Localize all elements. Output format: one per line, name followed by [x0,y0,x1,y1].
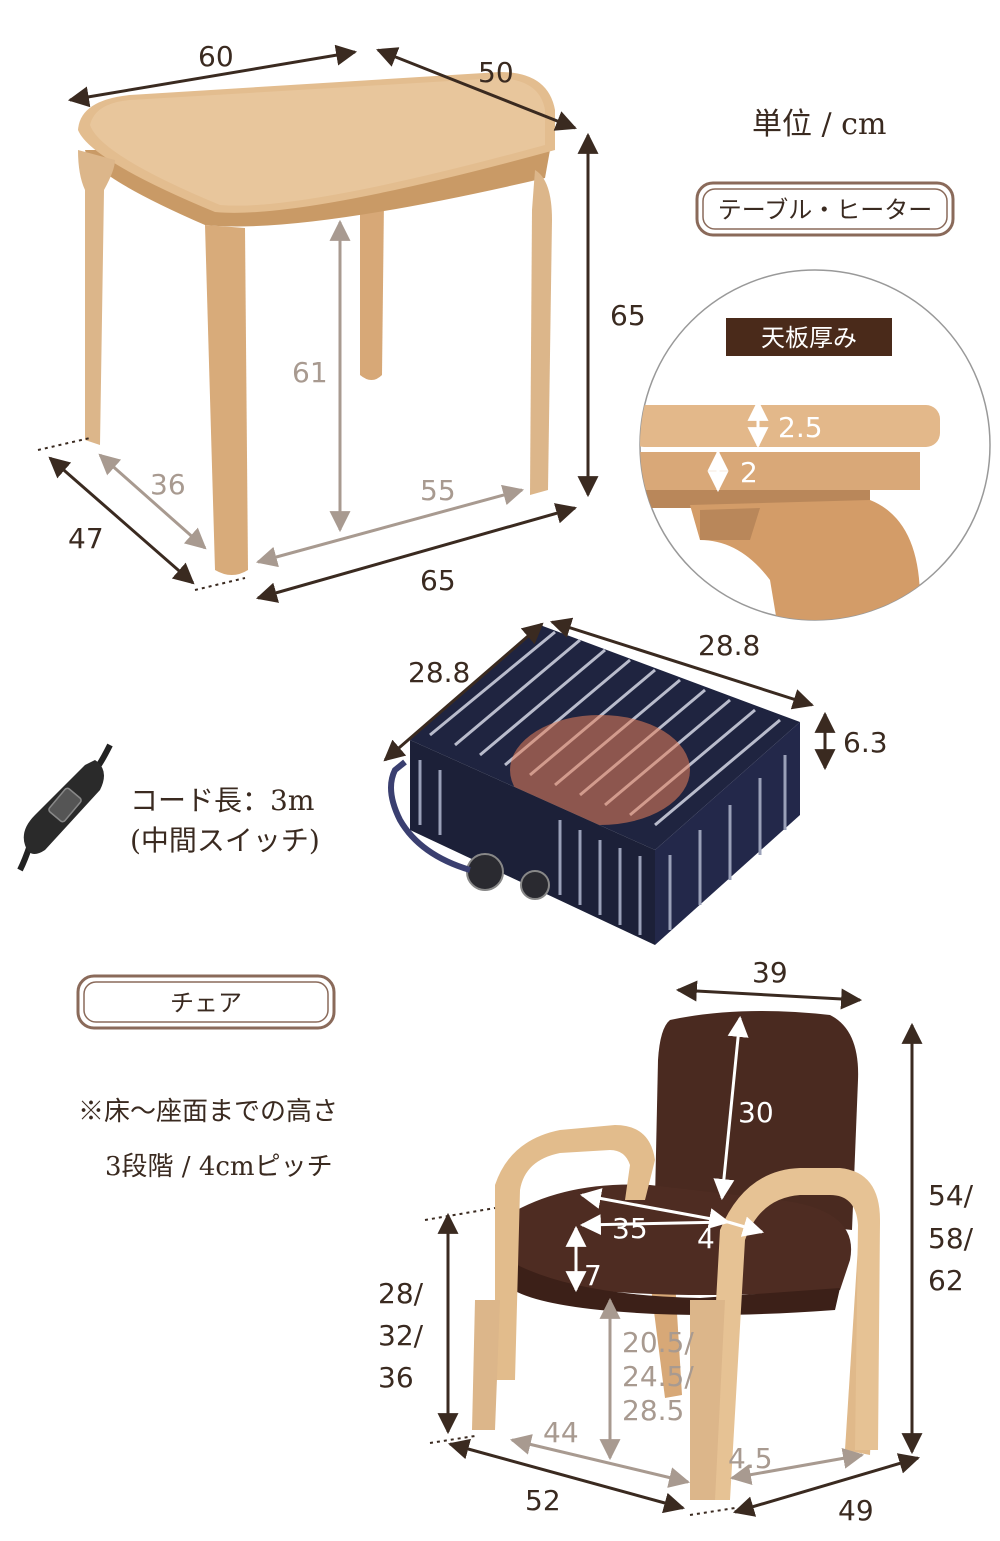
heater-height-label: 6.3 [843,726,888,759]
table-inner-height-label: 61 [292,356,328,389]
chair-under-seat-1: 20.5/ [622,1326,694,1359]
table-top-width-label: 60 [198,40,234,73]
thickness-detail: 天板厚み 2.5 2 [639,269,991,621]
chair-seat-height-1: 28/ [378,1277,424,1310]
chair-seat-thickness-label: 7 [584,1259,602,1292]
chair-total-height-1: 54/ [928,1179,974,1212]
chair-under-seat-2: 24.5/ [622,1360,694,1393]
table-top-depth-label: 50 [478,56,514,89]
table-base-width-label: 65 [420,564,456,597]
cord-switch-illustration [17,743,113,872]
heater-dimensions: 28.8 28.8 6.3 [383,617,888,771]
chair-inner-depth-label: 4.5 [728,1442,773,1475]
thickness-title: 天板厚み [761,324,857,352]
table-base-depth-label: 47 [68,522,104,555]
chair-seat-width-label: 35 [612,1212,648,1245]
chair-under-seat-3: 28.5 [622,1394,684,1427]
unit-label: 単位 / cm [752,107,886,142]
chair-inner-width-label: 44 [543,1416,579,1449]
cord-switch-label: (中間スイッチ) [130,824,320,857]
chair-note-line2: 3段階 / 4cmピッチ [105,1152,333,1182]
chair-seat-height-3: 36 [378,1361,414,1394]
chair-illustration [472,1011,880,1500]
chair-note-line1: ※床～座面までの高さ [78,1097,338,1127]
top-thickness-label: 2.5 [778,411,823,444]
chair-back-height-label: 30 [738,1096,774,1129]
chair-dimensions: 39 30 35 4 7 54/ 58/ 62 28/ 32/ 36 20.5/… [378,956,974,1527]
chair-outer-depth-label: 49 [838,1494,874,1527]
chair-section-label: チェア [76,974,336,1030]
table-heater-label: テーブル・ヒーター [718,196,933,224]
chair-label: チェア [170,989,242,1017]
chair-seat-depth-label: 4 [697,1222,715,1255]
table-dimensions: 60 50 65 61 36 55 47 65 [37,40,646,603]
frame-thickness-label: 2 [740,456,758,489]
chair-outer-width-label: 52 [525,1484,561,1517]
table-base-width-inner-label: 55 [420,474,456,507]
heater-depth-label: 28.8 [408,656,470,689]
table-heater-section-label: テーブル・ヒーター [695,181,955,237]
table-height-label: 65 [610,299,646,332]
chair-total-height-3: 62 [928,1264,964,1297]
chair-seat-height-2: 32/ [378,1319,424,1352]
cord-length-label: コード長：3m [130,784,314,817]
chair-width-label: 39 [752,956,788,989]
heater-width-label: 28.8 [698,629,760,662]
chair-total-height-2: 58/ [928,1222,974,1255]
table-base-depth-inner-label: 36 [150,468,186,501]
